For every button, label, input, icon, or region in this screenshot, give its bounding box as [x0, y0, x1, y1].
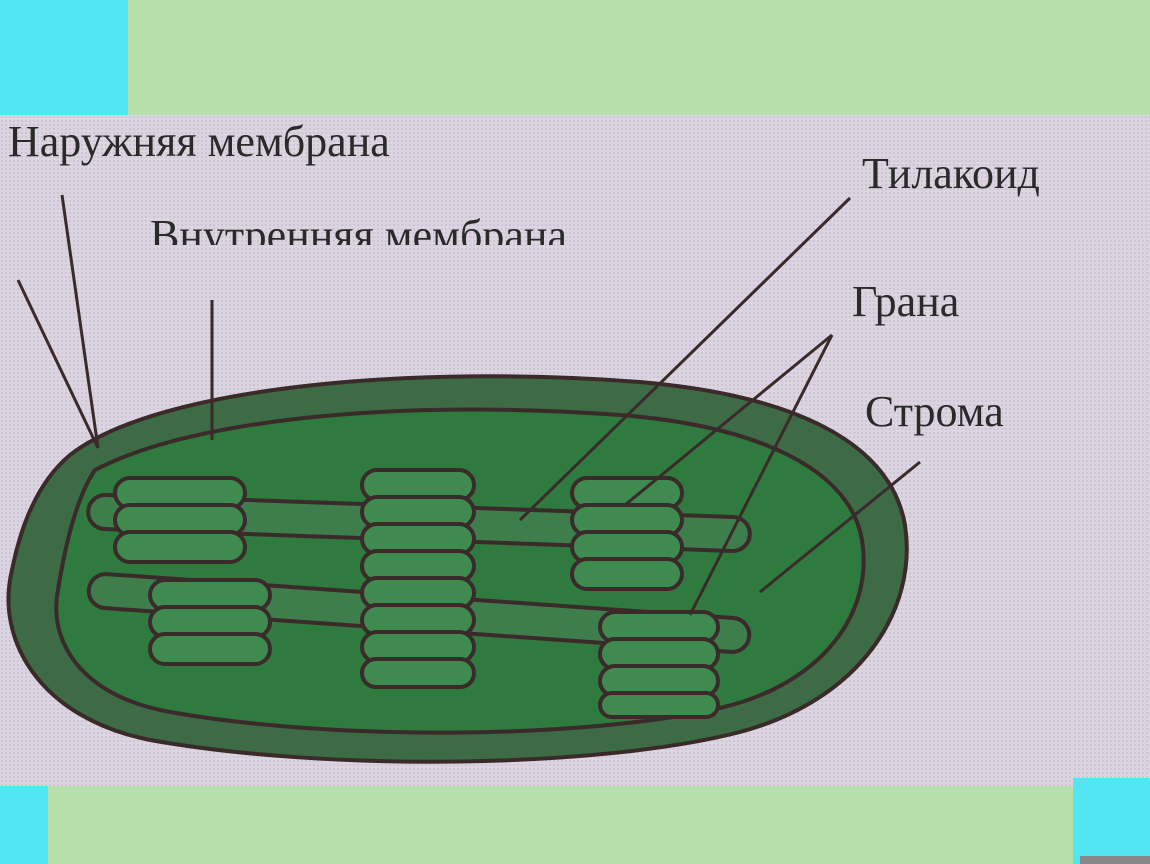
- bottom-green-band: [48, 786, 1073, 864]
- leader-line-thylakoid: [518, 196, 852, 522]
- gray-corner-mark: [1080, 856, 1150, 864]
- leader-line-grana-1: [624, 333, 833, 507]
- cyan-corner-top-left: [0, 0, 128, 115]
- leader-line-grana-2: [688, 334, 834, 616]
- label-grana: Грана: [852, 277, 960, 326]
- granum-upper-center: [360, 468, 476, 689]
- leader-line-outer-membrane: [60, 194, 100, 449]
- figure-panel-top: [0, 115, 1150, 239]
- label-thylakoid: Тилакоид: [862, 149, 1040, 198]
- granum-upper-right: [570, 476, 684, 591]
- label-outer-membrane: Наружняя мембрана: [8, 117, 390, 166]
- granum-upper-left: [113, 476, 247, 564]
- cyan-corner-bottom-right: [1073, 778, 1150, 864]
- leader-line-outer-membrane-lower: [16, 279, 100, 449]
- granum-lower-right: [598, 610, 720, 719]
- label-inner-membrane: Внутренняя мембрана: [150, 214, 567, 245]
- top-green-band: [128, 0, 1150, 115]
- figure-panel-right-strip: [1073, 239, 1150, 778]
- cyan-corner-bottom-left: [0, 786, 48, 864]
- leader-line-stroma: [759, 460, 921, 594]
- granum-lower-left: [148, 578, 272, 666]
- label-stroma: Строма: [865, 387, 1004, 436]
